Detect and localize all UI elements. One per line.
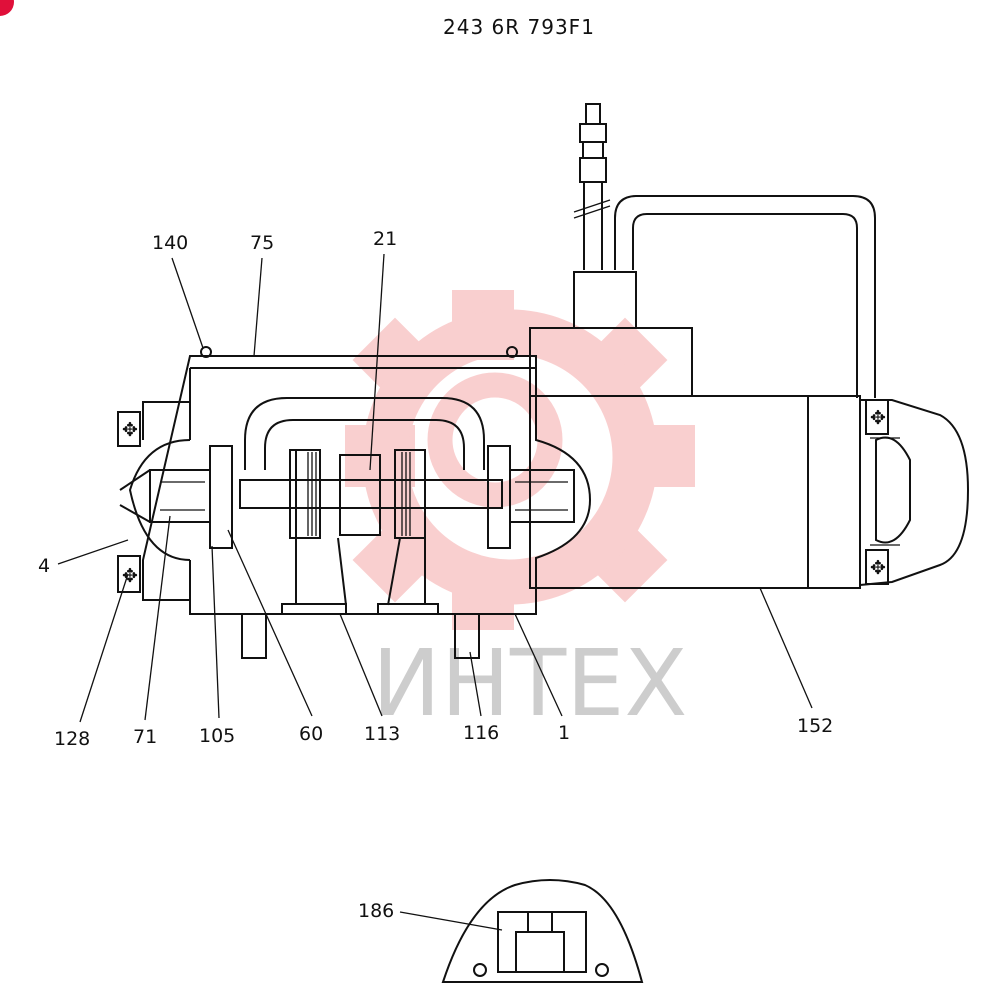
foot-right [454, 613, 480, 659]
motor-body: ✥ ✥ [529, 395, 970, 589]
callout-60: 60 [299, 723, 323, 745]
spool-shaft [239, 449, 503, 615]
drawing-number: 243 6R 793F1 [443, 15, 595, 39]
watermark-gear-icon [345, 290, 695, 630]
callout-71: 71 [133, 726, 157, 748]
callout-75: 75 [250, 232, 274, 254]
u-tube [614, 195, 876, 398]
callout-1: 1 [558, 722, 570, 744]
callout-152: 152 [797, 715, 833, 737]
callout-113: 113 [364, 723, 400, 745]
callout-186: 186 [358, 900, 394, 922]
right-coupling [487, 445, 575, 549]
svg-text:✥: ✥ [122, 419, 138, 441]
svg-text:✥: ✥ [870, 557, 886, 579]
watermark-text: ИНТЕХ [372, 630, 687, 737]
top-fitting [573, 103, 611, 270]
foot-left [241, 613, 267, 659]
detail-186 [441, 879, 644, 983]
leader-lines [57, 253, 813, 931]
callout-116: 116 [463, 722, 499, 744]
callout-105: 105 [199, 725, 235, 747]
callouts: 140 75 21 4 128 71 105 60 113 116 1 152 … [38, 228, 833, 922]
callout-140: 140 [152, 232, 188, 254]
svg-text:✥: ✥ [870, 407, 886, 429]
pump-housing [128, 346, 592, 615]
callout-21: 21 [373, 228, 397, 250]
inner-passage [244, 397, 485, 470]
callout-4: 4 [38, 555, 50, 577]
callout-128: 128 [54, 728, 90, 750]
left-coupling: ✥ ✥ [117, 411, 233, 593]
pump-assembly: ✥ ✥ [117, 103, 970, 659]
corner-mark [0, 0, 14, 16]
